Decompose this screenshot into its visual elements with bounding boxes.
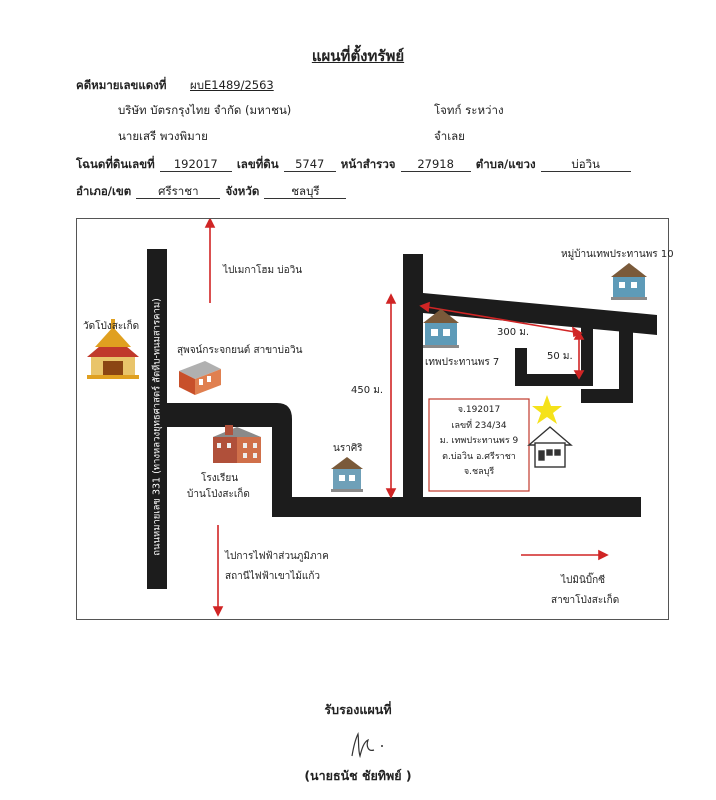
property-deed: จ.192017 — [457, 405, 501, 415]
property-subdistrict: ต.บ่อวิน อ.ศรีราชา — [442, 451, 516, 462]
inner-road — [581, 326, 593, 374]
survey-number: 27918 — [400, 157, 471, 172]
survey-label: หน้าสำรวจ — [340, 157, 396, 171]
defendant-name: นายเสรี พวงพิมาย — [118, 129, 208, 143]
plaintiff-role: โจทก์ ระหว่าง — [434, 103, 504, 117]
temple-label: วัดโป่งสะเก็ด — [83, 321, 140, 332]
case-label: คดีหมายเลขแดงที่ — [76, 78, 167, 92]
village-house-2-icon — [423, 309, 459, 348]
province-label: จังหวัด — [225, 184, 260, 198]
east-destination-2: สาขาโป่งสะเก็ด — [551, 595, 620, 606]
district-value: ศรีราชา — [136, 184, 221, 199]
distance-50: 50 ม. — [547, 351, 573, 362]
property-details: จ.192017 เลขที่ 234/34 ม. เทพประทานพร 9 … — [429, 403, 529, 481]
deed-number: 192017 — [159, 157, 232, 172]
district-line: อำเภอ/เขต ศรีราชา จังหวัด ชลบุรี — [76, 180, 347, 201]
deed-line: โฉนดที่ดินเลขที่ 192017 เลขที่ดิน 5747 ห… — [76, 153, 631, 174]
signature-mark — [351, 731, 383, 758]
loop-bottom — [581, 389, 633, 403]
subdistrict-label: ตำบล/แขวง — [475, 157, 536, 171]
branch-road — [167, 403, 641, 517]
village-house-3-icon — [611, 263, 647, 300]
diagonal-road — [423, 293, 657, 335]
main-road-label: ถนนหมายเลข 331 (ทางหลวงยุทธศาสตร์ สัตหีบ… — [151, 298, 163, 556]
defendant-role: จำเลย — [434, 129, 465, 143]
property-box — [428, 398, 530, 492]
star-icon — [532, 395, 562, 424]
school-label-1: โรงเรียน — [201, 473, 239, 484]
south-destination-2: สถานีไฟฟ้าเขาไม้แก้ว — [225, 571, 321, 582]
inner-road-h — [515, 374, 593, 386]
distance-300: 300 ม. — [497, 327, 530, 338]
village-label-2: เทพประทานพร 7 — [425, 357, 500, 368]
case-number: ผบE1489/2563 — [190, 78, 274, 92]
village-label-1: นราศิริ — [333, 443, 363, 454]
house-icon — [527, 426, 573, 468]
location-map: ถนนหมายเลข 331 (ทางหลวงยุทธศาสตร์ สัตหีบ… — [76, 218, 674, 620]
map-drawing — [87, 219, 657, 617]
property-house-no: เลขที่ 234/34 — [451, 420, 507, 431]
direction-arrows — [204, 219, 609, 617]
distance-450: 450 ม. — [351, 385, 384, 396]
shop-icon — [179, 361, 221, 395]
certifier-name: (นายธนัช ชัยทิพย์ ) — [304, 768, 412, 783]
property-village: ม. เทพประทานพร 9 — [439, 436, 519, 446]
page-title: แผนที่ตั้งทรัพย์ — [311, 47, 405, 65]
school-label-2: บ้านโป่งสะเก็ด — [187, 489, 250, 500]
plaintiff-name: บริษัท บัตรกรุงไทย จำกัด (มหาชน) — [118, 103, 292, 117]
right-road — [619, 327, 633, 403]
district-label: อำเภอ/เขต — [76, 184, 132, 198]
inner-road-stub — [515, 348, 527, 386]
dealer-label: สุพจน์กระจกยนต์ สาขาบ่อวิน — [177, 345, 303, 356]
soi-road — [403, 254, 423, 499]
south-destination-1: ไปการไฟฟ้าส่วนภูมิภาค — [225, 551, 329, 562]
temple-icon — [87, 319, 139, 379]
property-province: จ.ชลบุรี — [463, 467, 495, 477]
land-label: เลขที่ดิน — [236, 157, 279, 171]
village-label-3: หมู่บ้านเทพประทานพร 10 — [561, 249, 674, 260]
deed-label: โฉนดที่ดินเลขที่ — [76, 157, 155, 171]
subdistrict-value: บ่อวิน — [540, 157, 631, 172]
land-number: 5747 — [283, 157, 336, 172]
east-destination-1: ไปมินิบิ๊กซี — [561, 575, 605, 586]
main-road — [147, 249, 167, 589]
school-icon — [213, 425, 261, 463]
province-value: ชลบุรี — [264, 184, 347, 199]
certify-title: รับรองแผนที่ — [324, 702, 392, 717]
village-house-1-icon — [331, 457, 363, 492]
north-destination: ไปเมกาโฮม บ่อวิน — [223, 265, 303, 276]
